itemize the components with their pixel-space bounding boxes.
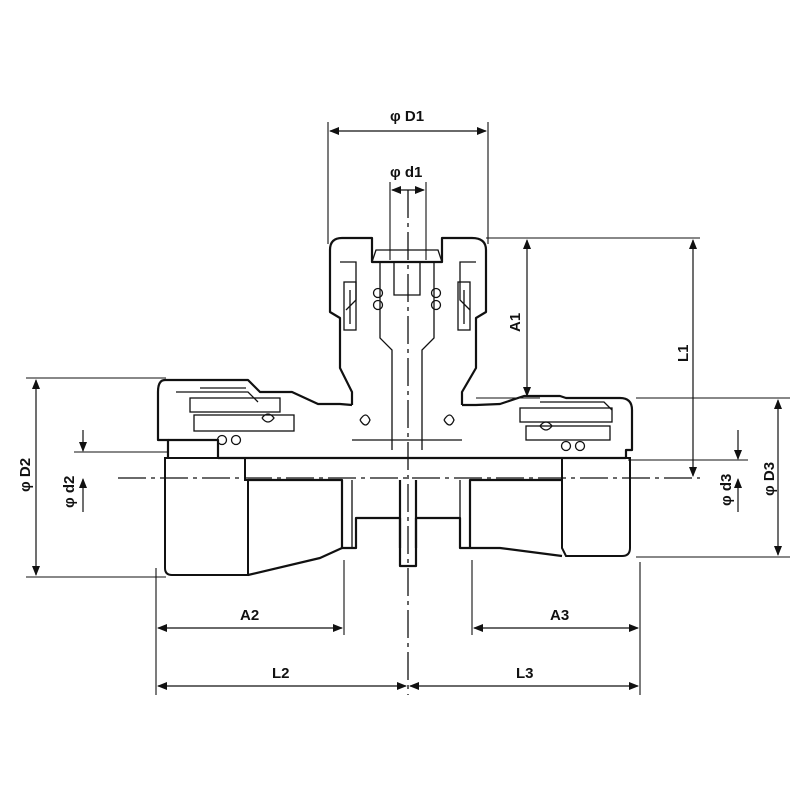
label-d3: φ d3	[718, 474, 735, 506]
label-L3: L3	[516, 665, 534, 682]
label-D1: φ D1	[390, 108, 424, 125]
label-L1: L1	[675, 344, 692, 362]
label-D3: φ D3	[761, 462, 778, 496]
label-A2: A2	[240, 607, 259, 624]
centre-lines	[118, 190, 700, 695]
label-A1: A1	[507, 313, 524, 332]
label-d1: φ d1	[390, 164, 422, 181]
fitting-body	[156, 236, 634, 577]
dimension-lines	[26, 122, 790, 695]
label-D2: φ D2	[17, 458, 34, 492]
label-d2: φ d2	[61, 476, 78, 508]
label-A3: A3	[550, 607, 569, 624]
label-L2: L2	[272, 665, 290, 682]
